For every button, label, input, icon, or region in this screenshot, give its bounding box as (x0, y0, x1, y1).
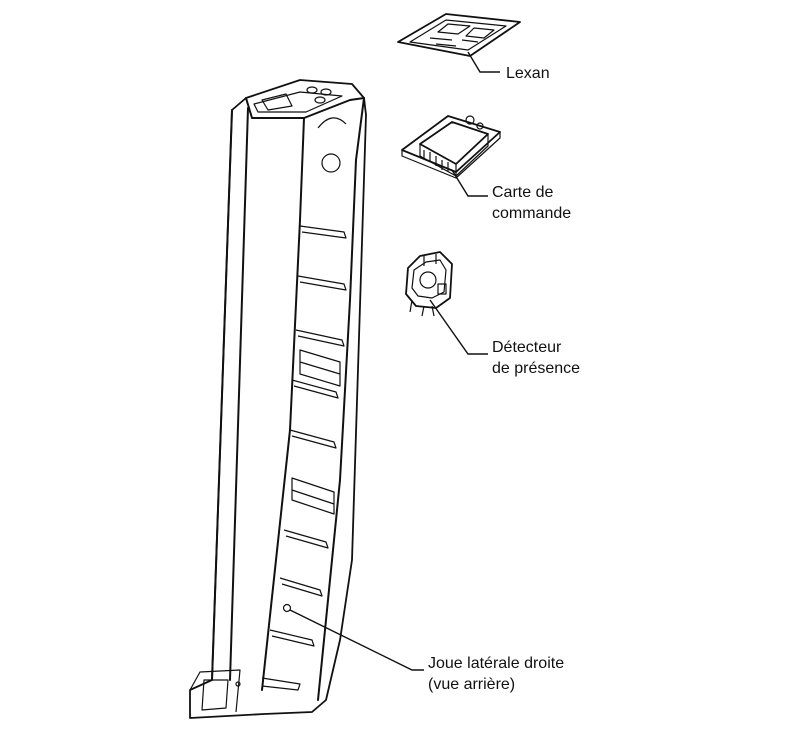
label-joue-line2: (vue arrière) (428, 676, 515, 693)
leader-carte (451, 169, 488, 197)
side-panel-illustration (189, 79, 367, 719)
label-carte-line1: Carte de (492, 184, 553, 201)
label-carte-line2: commande (492, 205, 571, 222)
leader-lines (289, 51, 500, 671)
leader-lexan (467, 51, 500, 73)
leader-joue (289, 609, 424, 671)
label-joue-line1: Joue latérale droite (428, 655, 564, 672)
presence-detector-illustration (405, 251, 453, 317)
leader-detecteur (429, 299, 488, 355)
label-detecteur-line1: Détecteur (492, 339, 562, 356)
label-detecteur-line2: de présence (492, 360, 580, 377)
lexan-illustration (397, 13, 521, 57)
label-lexan: Lexan (506, 65, 550, 82)
control-board-illustration (401, 115, 501, 179)
